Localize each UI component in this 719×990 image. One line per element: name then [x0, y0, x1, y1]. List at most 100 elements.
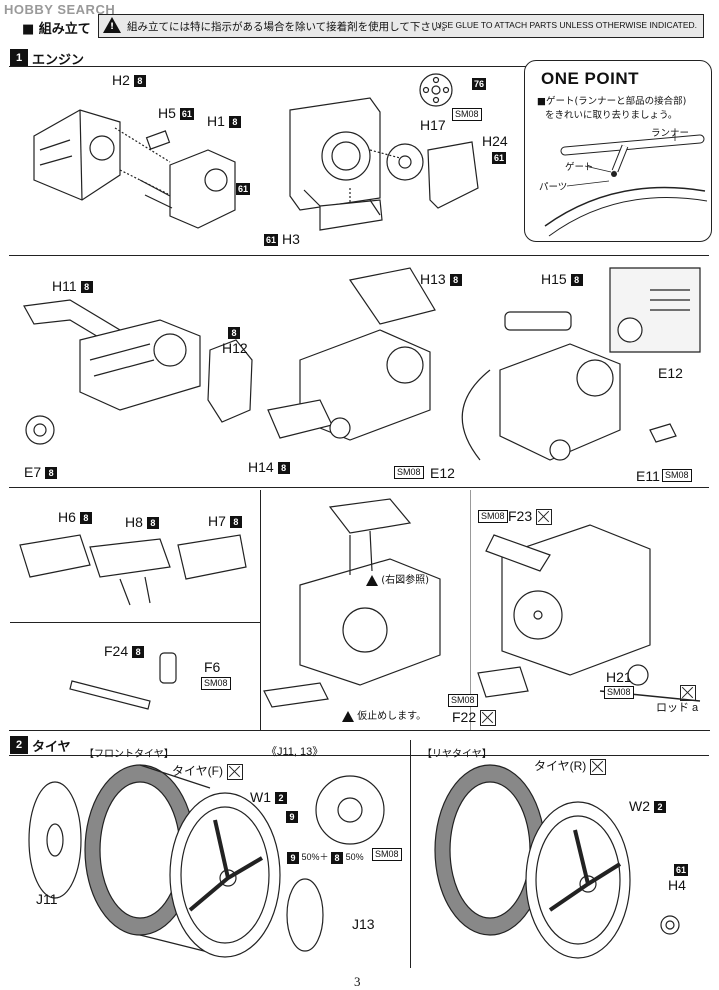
- tire-divider: [410, 740, 411, 968]
- cut-icon: [680, 684, 696, 701]
- label-tire-f: タイヤ(F): [172, 764, 243, 780]
- warning-icon: [366, 574, 378, 586]
- engine-step1-drawing: [33, 73, 479, 231]
- label-e12-text: E12: [430, 465, 455, 481]
- label-tire-f-text: タイヤ(F): [172, 764, 223, 779]
- label-h14-text: H14: [248, 459, 274, 475]
- row3-divider-right: [470, 490, 471, 730]
- label-rod: ロッド a: [656, 701, 698, 715]
- sm08-tag: SM08: [394, 466, 424, 479]
- page-number: 3: [354, 974, 361, 989]
- warning-icon: [103, 17, 121, 33]
- label-h24-text: H24: [482, 133, 508, 149]
- badge-8: 8: [449, 274, 462, 287]
- engine-panel-row1: [9, 66, 709, 256]
- label-f22-text: F22: [452, 709, 477, 725]
- label-w1: W1 2: [250, 789, 287, 805]
- badge-61: 61: [179, 108, 194, 121]
- sm08-tag: SM08: [448, 694, 478, 707]
- label-h11-text: H11: [52, 278, 77, 294]
- tire-drawing: [28, 764, 680, 959]
- badge-8: 8: [132, 646, 145, 659]
- label-f23-text: F23: [508, 508, 533, 524]
- gate-illustration: [544, 133, 708, 237]
- section2-header: 2 タイヤ: [10, 735, 71, 755]
- badge-2: 2: [654, 801, 666, 814]
- section1-header: 1 エンジン: [10, 48, 84, 68]
- badge-8: 8: [146, 517, 159, 530]
- label-w2-text: W2: [629, 798, 650, 814]
- badge-61: 61: [492, 152, 507, 165]
- label-9: 9: [286, 809, 298, 824]
- section2-title: タイヤ: [32, 739, 71, 755]
- watermark: HOBBY SEARCH: [4, 2, 116, 17]
- ref-note-text: (右図参照): [381, 575, 429, 586]
- label-tire-r: タイヤ(R): [534, 759, 607, 775]
- label-w2: W2 2: [629, 798, 666, 814]
- label-h17-text: H17: [420, 117, 446, 133]
- decal-icon: [226, 764, 243, 780]
- section-divider: [9, 730, 710, 731]
- label-h2-text: H2: [112, 72, 130, 88]
- label-h24-badge: 61: [488, 150, 507, 165]
- engine-panel-row2: [9, 255, 709, 488]
- label-h3-text: H3: [282, 231, 300, 247]
- tire-panel: [9, 755, 709, 968]
- label-h6-text: H6: [58, 509, 76, 525]
- sm08-tag: SM08: [201, 677, 231, 690]
- one-point-title: ONE POINT: [541, 69, 640, 88]
- cut-icon: [536, 509, 553, 526]
- badge-61: 61: [264, 234, 279, 247]
- cut-icon: [480, 710, 497, 727]
- label-e12-right: E12: [658, 366, 683, 380]
- label-h4: H4: [668, 878, 686, 892]
- badge-8: 8: [133, 75, 146, 88]
- label-f23: F23: [508, 508, 553, 526]
- sm08-tag: SM08: [604, 686, 634, 699]
- temp-note: 仮止めします。: [342, 707, 426, 722]
- j-parts-title: 《J11, 13》: [266, 746, 324, 758]
- section2-number: 2: [10, 736, 28, 754]
- badge-2: 2: [275, 792, 287, 805]
- label-w1-text: W1: [250, 789, 271, 805]
- badge-8: 8: [45, 467, 58, 480]
- badge-8: 8: [277, 462, 290, 475]
- label-h21: H21: [606, 670, 632, 684]
- warning-text: 組み立てには特に指示がある場合を除いて接着剤を使用して下さい。: [127, 21, 452, 33]
- label-f6-text: F6: [204, 659, 221, 675]
- badge-8: 8: [80, 281, 93, 294]
- badge-8: 8: [570, 274, 583, 287]
- label-e7-text: E7: [24, 464, 42, 480]
- label-h1-badge61: 61: [232, 181, 251, 196]
- sm08-tag: SM08: [452, 108, 482, 121]
- section1-title: エンジン: [32, 52, 85, 68]
- label-j13-text: J13: [352, 916, 375, 932]
- assembly-heading: ■ 組み立て: [22, 22, 91, 37]
- ref-note: (右図参照): [366, 571, 429, 586]
- engine-step3-drawing: [19, 498, 701, 710]
- badge-61: 61: [236, 183, 251, 196]
- label-h1-text: H1: [207, 113, 225, 129]
- warning-icon-mark: !: [110, 22, 115, 32]
- engine-step2-drawing: [23, 267, 701, 461]
- label-f24-text: F24: [104, 643, 129, 659]
- one-point-line1: ■ゲート(ランナーと部品の接合部): [537, 96, 687, 107]
- temp-note-text: 仮止めします。: [357, 711, 427, 722]
- mix2-text: 50%: [345, 852, 364, 862]
- label-e11: E11: [636, 469, 660, 483]
- badge-9: 9: [287, 851, 299, 864]
- decal-icon: [590, 759, 607, 775]
- label-h5-text: H5: [158, 105, 176, 121]
- row3-divider-left: [260, 490, 261, 730]
- sm08-tag: SM08: [662, 469, 692, 482]
